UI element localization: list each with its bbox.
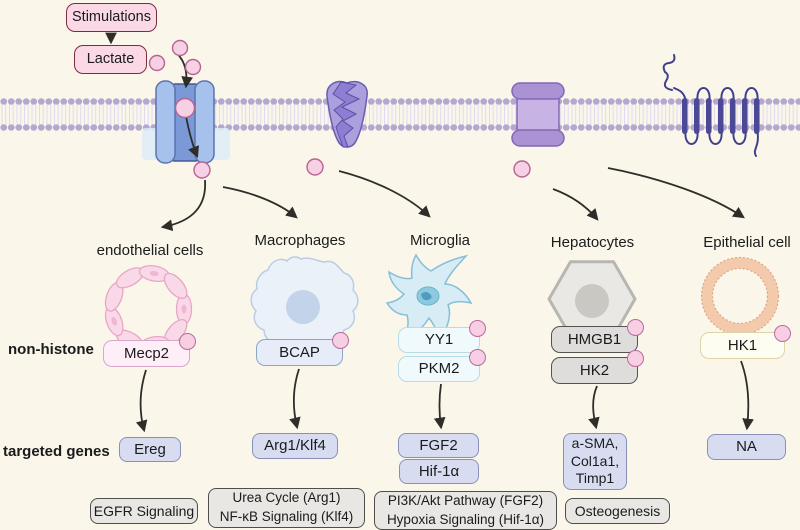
gene-box-hif1a: Hif-1α [399,459,479,484]
flow-arrows [105,32,754,433]
lactylation-dot-icon [469,320,486,337]
barrel-transporter-icon [511,82,565,147]
arrow-to-endothelial [160,179,206,232]
gene-box-na: NA [707,434,786,460]
cell-membrane [0,97,800,132]
pathway-label: Hypoxia Signaling (Hif-1α) [386,511,545,527]
arrow-hk1-to-na [740,360,754,431]
protein-box-bcap: BCAP [256,332,349,366]
gene-label: Arg1/Klf4 [264,437,326,454]
protein-label: PKM2 [418,360,460,377]
lactate-molecule-icon [184,58,202,76]
epithelial-cell-drawing [700,256,780,336]
protein-label: Mecp2 [123,344,170,362]
lactate-label: Lactate [86,50,135,67]
lactate-molecule-icon [148,54,166,72]
protein-label: HK2 [579,361,610,379]
cell-label-epithelial: Epithelial cell [703,234,791,251]
stimulations-box: Stimulations [66,3,157,32]
protein-box-pkm2: PKM2 [398,349,486,382]
cell-label-macrophages: Macrophages [254,232,346,249]
gene-box-arg1-klf4: Arg1/Klf4 [252,433,338,459]
gpcr-receptor-icon [662,54,760,157]
lactate-molecule-icon [174,97,196,119]
lactate-molecule-icon [171,39,189,57]
gene-label: NA [736,438,757,455]
lactate-molecules [148,39,531,179]
arrow-channel-exit [185,115,199,159]
protein-box-hmgb1: HMGB1 [551,319,644,353]
lactylation-dot-icon [627,319,644,336]
lactylation-dot-icon [332,332,349,349]
protein-box-yy1: YY1 [398,320,486,353]
arrow-hk2-to-genes [588,385,600,430]
row-label-targeted-genes: targeted genes [3,443,110,460]
pathway-label: Urea Cycle (Arg1) [232,490,341,506]
protein-box-mecp2: Mecp2 [103,333,196,367]
protein-label: HMGB1 [567,330,622,348]
gene-box-asma-col1a1-timp1: a-SMA, Col1a1, Timp1 [563,433,627,490]
pathway-label: EGFR Signaling [93,502,195,519]
arrow-to-macrophages [222,186,298,219]
arrow-to-microglia [338,170,431,218]
gene-label: Ereg [134,440,166,458]
gene-label: Hif-1α [418,462,460,480]
pathway-box-egfr: EGFR Signaling [90,498,198,524]
lactate-molecule-icon [306,158,324,176]
pathway-label: NF-κB Signaling (Klf4) [219,509,354,524]
stimulations-label: Stimulations [72,8,151,25]
arrow-mecp2-to-ereg [135,369,148,433]
microglia-cell-drawing [385,253,473,342]
arrow-pkm2-to-genes [433,383,446,430]
arrow-to-epithelial [607,167,745,219]
protein-label: BCAP [279,343,320,361]
protein-box-hk2: HK2 [551,350,644,384]
row-label-non-histone: non-histone [8,341,94,358]
gene-box-ereg: Ereg [119,437,181,462]
cell-label-endothelial: endothelial cells [96,242,204,259]
arrow-to-hepatocytes [552,188,599,221]
lactylation-dot-icon [627,350,644,367]
lactate-molecule-icon [193,161,211,179]
gene-label: a-SMA, [571,435,619,452]
gene-label: Col1a1, [570,452,620,469]
pathway-box-osteogenesis: Osteogenesis [565,498,670,524]
gene-label: Timp1 [575,470,615,487]
pathway-box-pi3k-hypoxia: PI3K/Akt Pathway (FGF2) Hypoxia Signalin… [374,491,557,530]
arrow-bcap-to-genes [289,368,301,430]
gene-box-fgf2: FGF2 [398,433,479,458]
protein-label: YY1 [424,331,454,348]
lactylation-dot-icon [774,325,791,342]
lactate-box: Lactate [74,45,147,74]
pathway-label: Osteogenesis [574,502,661,519]
lactate-molecule-icon [513,160,531,178]
funnel-transporter-icon [326,80,368,148]
cell-label-microglia: Microglia [409,232,470,249]
protein-label: HK1 [727,336,758,354]
lactylation-dot-icon [179,333,196,350]
protein-box-hk1: HK1 [700,325,791,359]
lactylation-dot-icon [469,349,486,366]
pathway-label: PI3K/Akt Pathway (FGF2) [387,492,544,508]
cell-label-hepatocytes: Hepatocytes [550,234,635,251]
pathway-box-urea-nfkb: Urea Cycle (Arg1) NF-κB Signaling (Klf4) [208,488,365,528]
gene-label: FGF2 [419,436,458,454]
hepatocyte-cell-drawing [547,260,637,338]
